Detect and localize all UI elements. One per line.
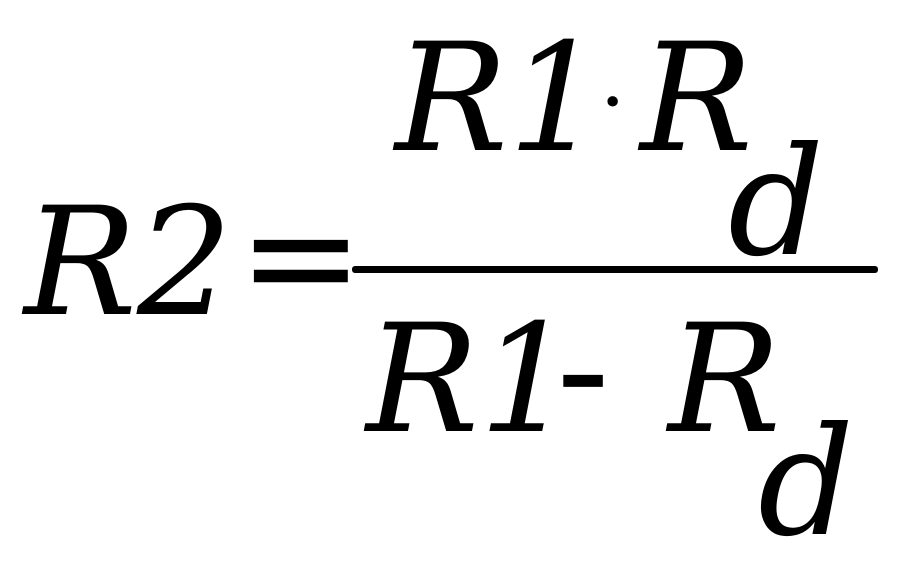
- denominator-operator: -: [556, 284, 611, 458]
- formula-lhs: R2: [24, 176, 233, 350]
- denominator-term2: R: [668, 293, 781, 467]
- numerator-term2: R: [640, 12, 753, 186]
- fraction-bar: [352, 266, 878, 273]
- denominator-term1: R1: [366, 293, 575, 467]
- formula-canvas: R2 = R1 · R d R1 - R d: [24, 12, 878, 570]
- numerator-term2-subscript: d: [728, 116, 825, 290]
- equals-sign: =: [238, 170, 364, 344]
- numerator-operator: ·: [600, 55, 626, 148]
- numerator-term1: R1: [395, 12, 604, 186]
- denominator-term2-subscript: d: [758, 396, 855, 570]
